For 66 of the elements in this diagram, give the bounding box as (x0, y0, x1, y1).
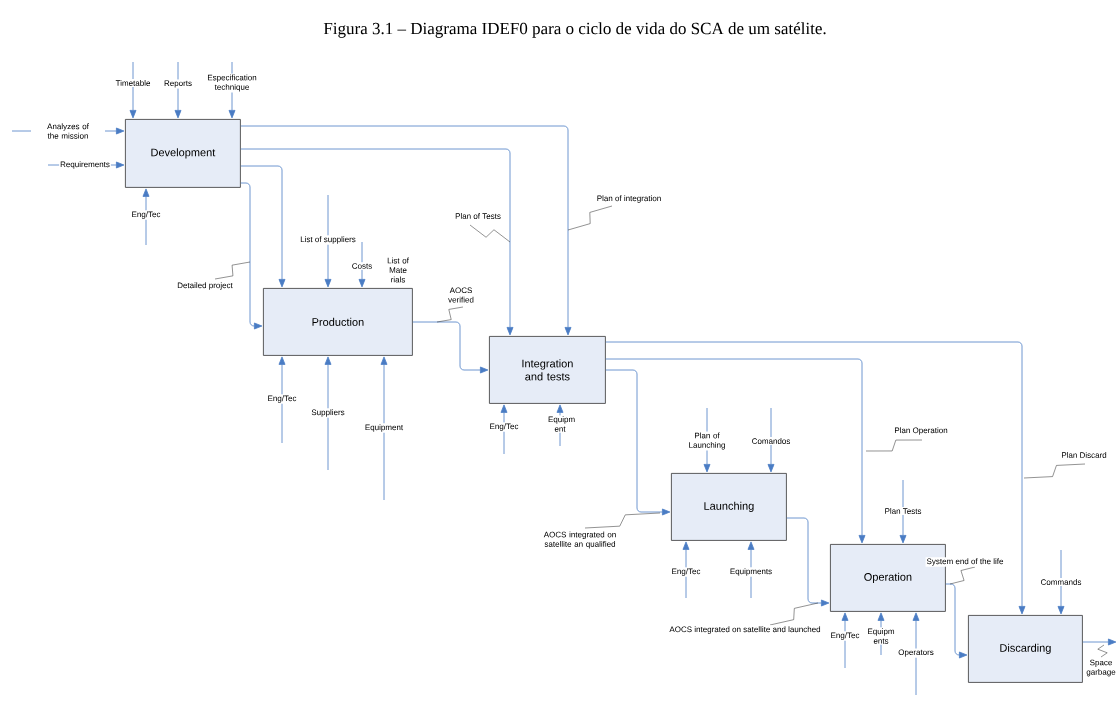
arrow (841, 612, 849, 669)
arrow (324, 194, 332, 288)
activity-box: Development (125, 119, 241, 188)
arrow (500, 404, 508, 455)
edge-label: Analyzes of the mission (31, 122, 105, 140)
edge-label: Equipment (363, 423, 405, 433)
arrow (786, 517, 830, 607)
figure-title: Figura 3.1 – Diagrama IDEF0 para o ciclo de vida do SCA de um satélite. (323, 22, 826, 38)
arrow (605, 358, 866, 544)
edge-label: Plan Operation (865, 426, 949, 452)
arrow (278, 356, 286, 444)
edge-label: Reports (163, 79, 193, 89)
node-note: List of Mate rials (384, 256, 412, 284)
arrow (767, 407, 775, 473)
edge-label: Commands (1039, 578, 1083, 586)
edge-label: System end of the life (925, 557, 1005, 585)
arrow (412, 321, 489, 374)
activity-box: Discarding (968, 615, 1083, 683)
edge-label: Eng/Tec (130, 210, 162, 220)
edge-label: AOCS verified (436, 286, 482, 323)
edge-label: Detailed project (176, 261, 251, 291)
arrow (129, 61, 137, 119)
edge-label: Costs (350, 262, 374, 270)
edge-label: Eng/Tec (488, 422, 520, 432)
edge-label: Plan of Tests (454, 212, 511, 243)
edge-label: Plan Tests (883, 507, 923, 515)
arrow (174, 61, 182, 119)
edge-label: Space garbage (1083, 644, 1119, 678)
arrow (682, 541, 690, 599)
edge-label: Especification technique (200, 73, 264, 93)
arrow (358, 241, 366, 288)
edge-label: Suppliers (310, 408, 346, 418)
arrow (605, 369, 671, 516)
edge-label: Equipm ents (866, 627, 896, 645)
edge-label: Plan Discard (1023, 451, 1108, 479)
arrow (240, 148, 514, 336)
edge-label: AOCS integrated on satellite and launched (668, 602, 822, 635)
arrow (912, 612, 920, 696)
edge-label: Comandos (750, 437, 792, 445)
edge-label: Equipments (728, 567, 774, 577)
arrow (240, 182, 263, 330)
arrow (1057, 549, 1065, 615)
arrow (605, 341, 1026, 615)
edge-label: Timetable (114, 79, 152, 87)
edge-label: Equipm ent (547, 415, 575, 433)
edge-label: List of suppliers (299, 235, 357, 245)
edge-label: Operators (897, 648, 935, 658)
activity-box: Integration and tests (489, 336, 606, 404)
arrow (324, 356, 332, 471)
arrow (240, 125, 572, 336)
edge-label: Plan of Launching (681, 431, 733, 451)
edge-label: Eng/Tec (266, 394, 298, 404)
arrow (240, 165, 286, 288)
edge-label: Eng/Tec (670, 567, 702, 577)
edge-label: Plan of integration (567, 194, 663, 231)
activity-box: Production (263, 288, 413, 356)
arrow (142, 188, 150, 246)
arrow (899, 479, 907, 544)
arrow (1082, 638, 1117, 646)
arrow (747, 541, 755, 599)
edge-label: Requirements (59, 160, 111, 170)
arrow (945, 583, 968, 659)
activity-box: Launching (671, 473, 787, 541)
edge-label: AOCS integrated on satellite an qualified (529, 512, 661, 550)
edge-label: Eng/Tec (829, 631, 861, 641)
arrow (380, 356, 388, 501)
